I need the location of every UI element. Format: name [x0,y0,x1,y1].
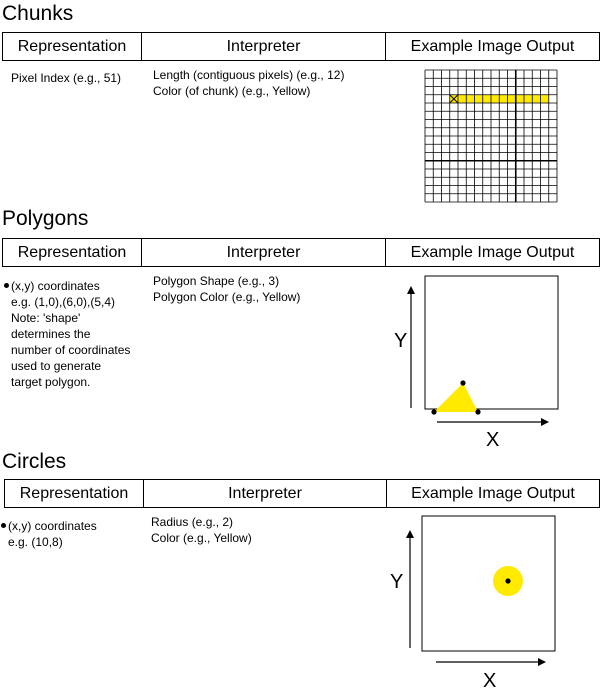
arrow-icon [406,530,414,538]
circles-interpreter: Radius (e.g., 2) Color (e.g., Yellow) [151,514,252,546]
circle-y-axis-label: Y [390,571,404,593]
polygons-representation-line: determines the [11,327,91,341]
chunk-pixel [507,94,516,103]
arrow-icon [541,418,549,426]
polygon-canvas-frame [424,275,559,410]
arrow-icon [407,286,415,294]
vertex-dot-icon [460,380,466,386]
arrow-icon [538,658,546,666]
vertex-dot-icon [431,409,437,415]
chunk-pixel [499,94,508,103]
bullet-icon [1,523,6,528]
polygons-header-row: Representation Interpreter Example Image… [2,238,600,267]
chunk-pixel [474,94,483,103]
polygons-representation-line: Note: 'shape' [11,311,81,325]
chunks-representation: Pixel Index (e.g., 51) [11,70,121,86]
polygons-representation-line: target polygon. [11,375,91,389]
circles-representation: (x,y) coordinates e.g. (10,8) [8,518,97,550]
polygons-header-representation: Representation [17,243,127,261]
polygons-representation-line: (x,y) coordinates [11,279,100,293]
chunk-pixel [482,94,491,103]
chunk-pixel [540,94,549,103]
polygons-representation-line: e.g. (1,0),(6,0),(5,4) [11,295,116,309]
polygons-interpreter-line: Polygon Color (e.g., Yellow) [153,290,301,304]
polygons-representation-line: number of coordinates [11,343,131,357]
chunk-pixel [515,94,524,103]
polygons-representation-line: used to generate [11,359,102,373]
chunks-interpreter: Length (contiguous pixels) (e.g., 12) Co… [153,67,344,99]
chunks-representation-line: Pixel Index (e.g., 51) [11,71,122,85]
polygons-interpreter-line: Polygon Shape (e.g., 3) [153,274,280,288]
circle-center-dot-icon [505,578,511,584]
polygons-interpreter: Polygon Shape (e.g., 3) Polygon Color (e… [153,273,300,305]
chunk-grid-image [424,69,558,203]
yellow-triangle [434,383,478,412]
circle-x-axis-label: X [483,670,497,692]
circles-header-interpreter: Interpreter [143,480,386,507]
polygons-representation: (x,y) coordinates e.g. (1,0),(6,0),(5,4)… [11,278,130,390]
section-title-circles: Circles [2,450,67,473]
circles-header-example-output: Example Image Output [386,480,599,507]
circles-representation-line: (x,y) coordinates [8,519,97,533]
chunks-header-example-output: Example Image Output [385,33,599,60]
chunk-pixel [524,94,533,103]
bullet-icon [4,283,9,288]
polygons-header-example-output: Example Image Output [385,239,599,266]
chunks-header-representation: Representation [17,37,127,55]
circles-interpreter-line: Color (e.g., Yellow) [151,531,252,545]
cross-icon [449,94,459,104]
chunk-pixel [532,94,541,103]
circle-example-image [406,515,556,666]
chunk-pixel [458,94,467,103]
section-title-polygons: Polygons [2,207,89,230]
polygon-example-image [407,275,559,426]
chunk-pixel [491,94,500,103]
circles-interpreter-line: Radius (e.g., 2) [151,515,234,529]
section-title-chunks: Chunks [2,2,74,25]
chunks-header-row: Representation Interpreter Example Image… [2,32,600,61]
polygon-y-axis-label: Y [394,330,408,352]
chunks-interpreter-line: Length (contiguous pixels) (e.g., 12) [153,68,345,82]
polygons-header-interpreter: Interpreter [141,239,385,266]
circles-header-row: Representation Interpreter Example Image… [4,479,600,508]
chunk-pixel [466,94,475,103]
circles-representation-line: e.g. (10,8) [8,535,63,549]
vertex-dot-icon [475,409,481,415]
polygon-x-axis-label: X [486,429,500,451]
circles-header-representation: Representation [19,484,129,502]
chunks-interpreter-line: Color (of chunk) (e.g., Yellow) [153,84,311,98]
chunks-header-interpreter: Interpreter [141,33,385,60]
circle-canvas-frame [421,515,556,652]
